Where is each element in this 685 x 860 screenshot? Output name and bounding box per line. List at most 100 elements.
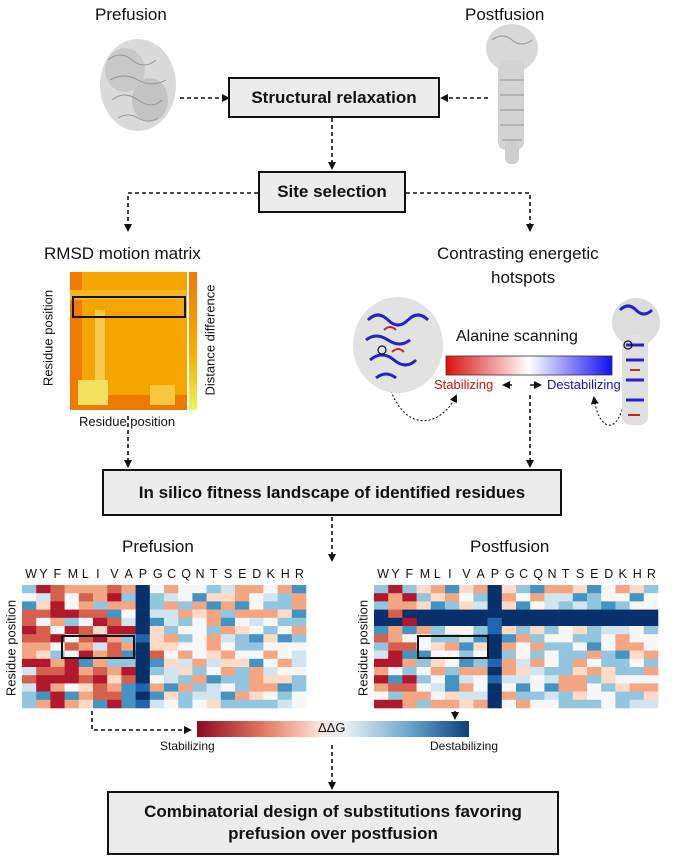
heatmap-cell [277, 634, 293, 643]
prefusion-heatmap-title: Prefusion [122, 537, 194, 556]
aa-label-F: F [53, 567, 62, 581]
heatmap-cell [263, 642, 278, 651]
heatmap-cell [544, 691, 559, 701]
heatmap-cell [64, 634, 80, 643]
heatmap-cell [178, 593, 193, 602]
heatmap-cell [149, 691, 165, 701]
heatmap-cell [615, 593, 630, 602]
heatmap-cell [572, 593, 588, 602]
aa-label-L: L [433, 567, 441, 581]
heatmap-cell [572, 650, 588, 660]
heatmap-cell [36, 634, 51, 643]
heatmap-cell [629, 683, 645, 692]
heatmap-cell [93, 683, 108, 692]
heatmap-cell [501, 609, 517, 619]
heatmap-cell [530, 601, 545, 610]
heatmap-cell [291, 650, 307, 660]
prefusion-structure-image [100, 39, 176, 131]
heatmap-cell [235, 585, 250, 594]
heatmap-cell [445, 585, 460, 594]
heatmap-cell [135, 601, 151, 610]
alanine-scanning-title: Alanine scanning [456, 328, 578, 345]
heatmap-cell [291, 626, 307, 635]
heatmap-cell [402, 634, 417, 643]
heatmap-cell [192, 593, 207, 602]
heatmap-cell [277, 675, 293, 684]
heatmap-cell [291, 609, 307, 619]
heatmap-cell [430, 617, 446, 627]
heatmap-cell [149, 642, 165, 651]
heatmap-cell [235, 699, 250, 709]
heatmap-cell [445, 601, 460, 610]
aa-label-N: N [195, 567, 205, 581]
heatmap-cell [544, 675, 559, 684]
heatmap-cell [629, 699, 645, 709]
aa-label-R: R [294, 567, 304, 581]
heatmap-cell [572, 642, 588, 651]
heatmap-cell [93, 601, 108, 610]
heatmap-cell [135, 617, 151, 627]
heatmap-cell [164, 675, 179, 684]
heatmap-cell [107, 609, 122, 619]
heatmap-cell [572, 609, 588, 619]
heatmap-cell [416, 667, 432, 676]
aa-label-Q: Q [181, 567, 192, 581]
heatmap-cell [220, 634, 236, 643]
heatmap-cell [388, 675, 403, 684]
heatmap-cell [235, 667, 250, 676]
heatmap-cell [615, 634, 630, 643]
heatmap-cell [516, 699, 531, 709]
heatmap-cell [149, 699, 165, 709]
heatmap-cell [277, 699, 293, 709]
heatmap-cell [601, 601, 616, 610]
heatmap-cell [430, 691, 446, 701]
heatmap-cell [473, 675, 488, 684]
heatmap-cell [178, 609, 193, 619]
aa-label-G: G [152, 567, 163, 581]
heatmap-cell [459, 699, 474, 709]
ddg-stabilizing-label: Stabilizing [160, 739, 215, 753]
heatmap-cell [487, 626, 503, 635]
curve-post-structure-to-destab [590, 349, 629, 426]
heatmap-cell [291, 593, 307, 602]
heatmap-cell [601, 683, 616, 692]
heatmap-cell [22, 675, 37, 684]
heatmap-cell [430, 634, 446, 643]
heatmap-cell [530, 626, 545, 635]
heatmap-cell [516, 609, 531, 619]
heatmap-cell [473, 634, 488, 643]
heatmap-cell [487, 683, 503, 692]
heatmap-cell [36, 609, 51, 619]
heatmap-cell [544, 667, 559, 676]
heatmap-cell [64, 609, 80, 619]
heatmap-cell [459, 617, 474, 627]
heatmap-cell [615, 683, 630, 692]
heatmap-cell [220, 642, 236, 651]
heatmap-cell [643, 585, 659, 594]
heatmap-cell [374, 658, 389, 668]
heatmap-cell [263, 691, 278, 701]
heatmap-cell [572, 675, 588, 684]
postfusion-label: Postfusion [465, 5, 545, 24]
heatmap-cell [249, 683, 264, 692]
heatmap-cell [615, 691, 630, 701]
prefusion-alanine-structure-image [353, 297, 443, 393]
heatmap-cell [291, 699, 307, 709]
heatmap-cell [558, 650, 574, 660]
heatmap-cell [206, 675, 222, 684]
heatmap-cell [36, 667, 51, 676]
heatmap-cell [459, 675, 474, 684]
heatmap-cell [178, 617, 193, 627]
aa-label-S: S [223, 567, 233, 581]
heatmap-cell [587, 691, 602, 701]
heatmap-cell [220, 585, 236, 594]
heatmap-cell [572, 683, 588, 692]
heatmap-cell [516, 585, 531, 594]
heatmap-cell [93, 593, 108, 602]
heatmap-cell [235, 609, 250, 619]
heatmap-cell [430, 601, 446, 610]
heatmap-cell [206, 658, 222, 668]
heatmap-cell [149, 617, 165, 627]
heatmap-cell [501, 593, 517, 602]
heatmap-cell [601, 634, 616, 643]
